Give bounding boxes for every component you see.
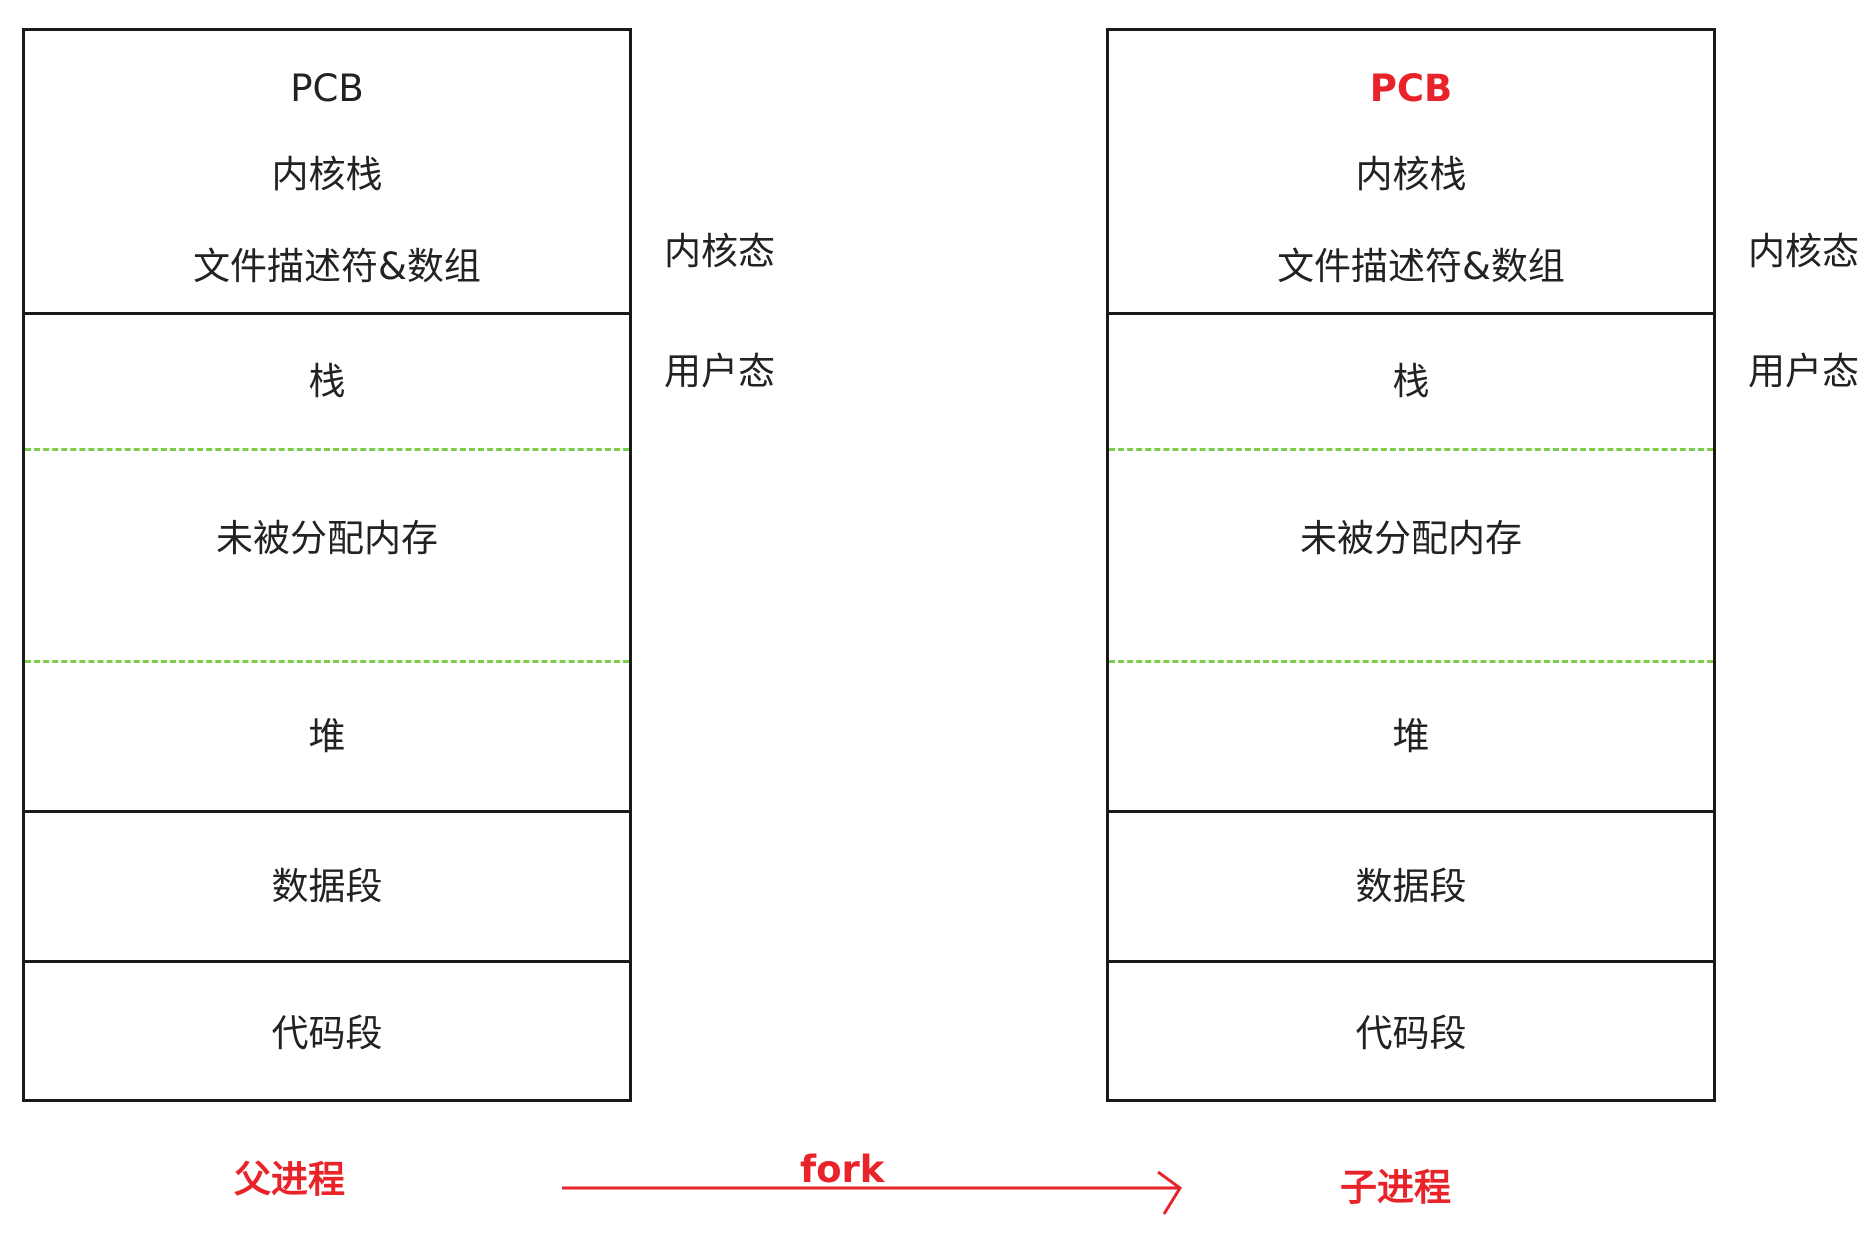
fd-array-label: 文件描述符&数组	[1277, 245, 1565, 288]
pcb-label: PCB	[1369, 67, 1453, 110]
unallocated-memory-label: 未被分配内存	[1300, 517, 1522, 560]
stack-segment: 栈	[1109, 315, 1713, 451]
fd-array-label: 文件描述符&数组	[193, 245, 481, 288]
parent-user-mode-label: 用户态	[664, 350, 775, 393]
parent-process-memory: PCB 内核栈 文件描述符&数组 栈 未被分配内存 堆 数据段 代码段	[22, 28, 632, 1102]
unallocated-memory-label: 未被分配内存	[216, 517, 438, 560]
heap-segment: 堆	[25, 663, 629, 813]
unallocated-memory-segment: 未被分配内存	[1109, 451, 1713, 663]
fork-arrow-head	[1157, 1170, 1183, 1215]
child-process-memory: PCB 内核栈 文件描述符&数组 栈 未被分配内存 堆 数据段 代码段	[1106, 28, 1716, 1102]
child-process-caption: 子进程	[1340, 1166, 1451, 1209]
data-segment-label: 数据段	[1355, 864, 1467, 908]
code-segment: 代码段	[1109, 963, 1713, 1105]
heap-label: 堆	[308, 714, 346, 758]
child-user-mode-label: 用户态	[1748, 350, 1859, 393]
kernel-space-block: PCB 内核栈 文件描述符&数组	[25, 31, 629, 315]
parent-process-caption: 父进程	[234, 1158, 345, 1201]
data-segment: 数据段	[25, 813, 629, 963]
fork-label: fork	[800, 1148, 885, 1191]
stack-segment: 栈	[25, 315, 629, 451]
unallocated-memory-segment: 未被分配内存	[25, 451, 629, 663]
fork-arrow	[562, 1170, 1183, 1215]
data-segment: 数据段	[1109, 813, 1713, 963]
kernel-stack-label: 内核栈	[271, 153, 383, 196]
pcb-label: PCB	[290, 67, 364, 110]
data-segment-label: 数据段	[271, 864, 383, 908]
stack-label: 栈	[308, 359, 346, 403]
heap-label: 堆	[1392, 714, 1430, 758]
code-segment-label: 代码段	[271, 1012, 383, 1055]
code-segment: 代码段	[25, 963, 629, 1105]
heap-segment: 堆	[1109, 663, 1713, 813]
code-segment-label: 代码段	[1355, 1012, 1467, 1055]
kernel-stack-label: 内核栈	[1355, 153, 1467, 196]
parent-kernel-mode-label: 内核态	[664, 230, 775, 273]
stack-label: 栈	[1392, 359, 1430, 403]
kernel-space-block: PCB 内核栈 文件描述符&数组	[1109, 31, 1713, 315]
child-kernel-mode-label: 内核态	[1748, 230, 1859, 273]
